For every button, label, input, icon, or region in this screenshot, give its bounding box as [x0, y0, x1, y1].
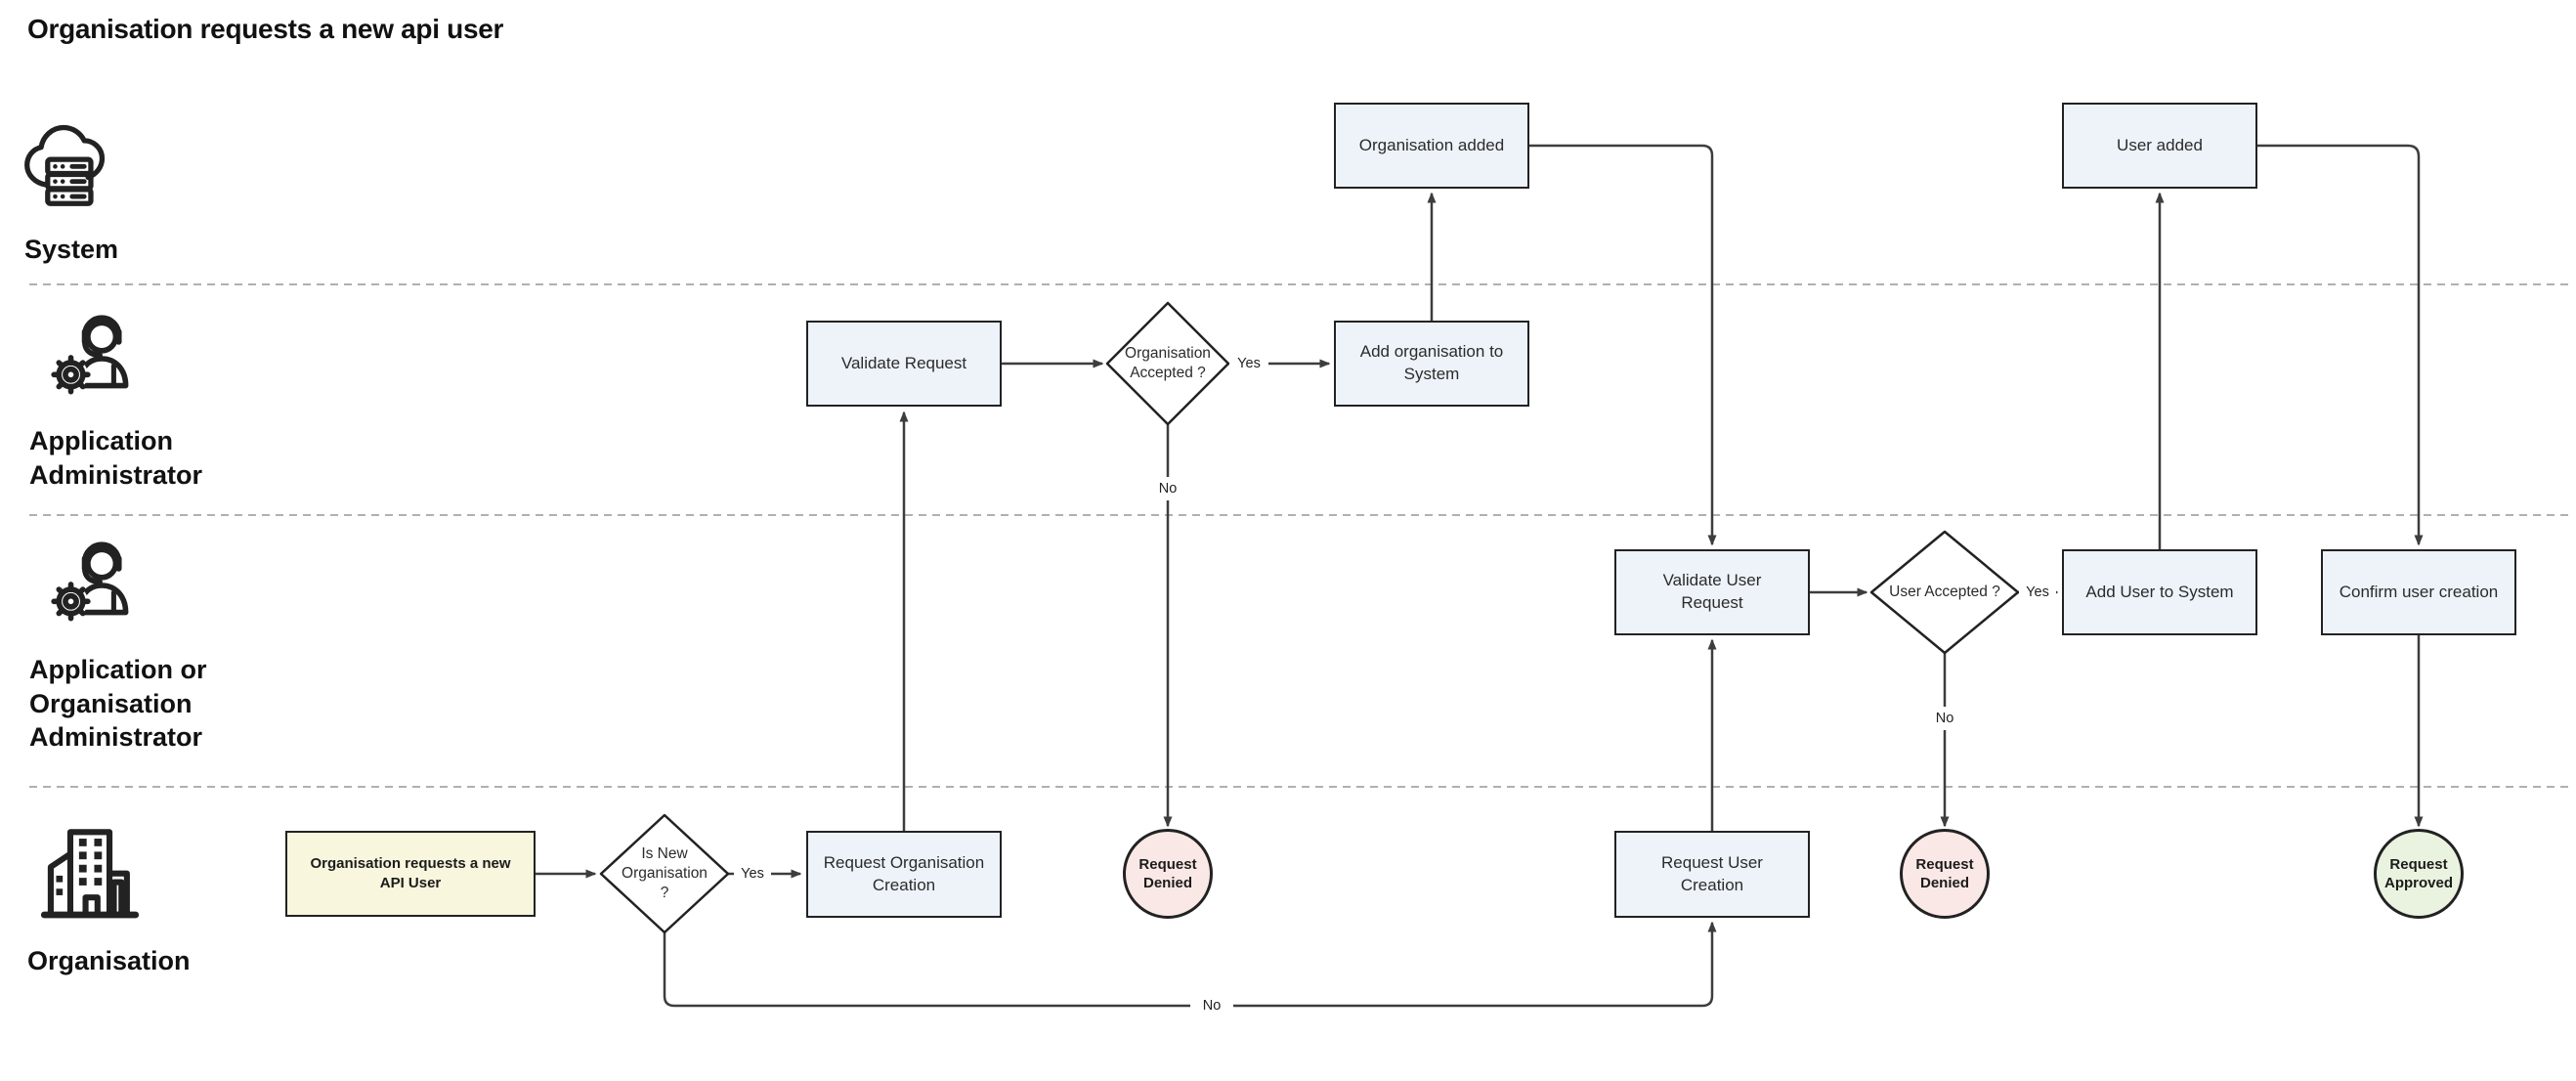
node-start-organisation-requests-new-api-user: Organisation requests a new API User: [285, 831, 536, 917]
node-validate-user-request: Validate User Request: [1614, 549, 1810, 635]
decision-label-organisation-accepted: Organisation Accepted ?: [1125, 344, 1211, 381]
node-label: Request User Creation: [1661, 852, 1763, 894]
node-label: Add User to System: [2085, 582, 2234, 601]
cloud-server-icon: [20, 113, 113, 211]
lane-label-organisation: Organisation: [27, 946, 191, 975]
building-icon: [35, 819, 145, 925]
node-label: Request Organisation Creation: [823, 852, 985, 894]
node-label: Confirm user creation: [2339, 582, 2499, 601]
lane-label-application-or-organisation-administrator: Application or Organisation Administrato…: [29, 655, 207, 753]
edge-label-user-accepted-yes: Yes: [2019, 581, 2056, 604]
node-label: User added: [2117, 135, 2203, 154]
edge-label-org-accepted-no: No: [1152, 477, 1183, 500]
diagram-title: Organisation requests a new api user: [27, 14, 504, 44]
node-organisation-added: Organisation added: [1334, 103, 1529, 189]
node-request-denied-user: Request Denied: [1900, 829, 1990, 919]
edge-label-org-accepted-yes: Yes: [1229, 352, 1268, 375]
node-user-added: User added: [2062, 103, 2257, 189]
support-agent-gear-icon: [45, 536, 145, 635]
node-label: Request Denied: [1915, 855, 1974, 892]
node-request-approved: Request Approved: [2374, 829, 2464, 919]
node-label: Organisation added: [1358, 135, 1505, 154]
node-label: Validate User Request: [1662, 571, 1762, 612]
edge-label-is-new-no: No: [1190, 994, 1233, 1017]
edge-label-user-accepted-no: No: [1929, 707, 1960, 730]
support-agent-gear-icon: [45, 309, 145, 409]
node-label: Organisation requests a new API User: [310, 854, 511, 891]
node-add-user-to-system: Add User to System: [2062, 549, 2257, 635]
decision-is-new-organisation: [599, 813, 730, 934]
node-label: Request Denied: [1138, 855, 1197, 892]
edge-user-added-to-confirm-user-creation: [2257, 144, 2424, 546]
node-request-denied-organisation: Request Denied: [1123, 829, 1213, 919]
node-request-user-creation: Request User Creation: [1614, 831, 1810, 918]
node-confirm-user-creation: Confirm user creation: [2321, 549, 2516, 635]
edge-is-new-organisation-no: [663, 921, 1717, 1008]
lane-label-system: System: [24, 235, 119, 264]
node-label: Add organisation to System: [1359, 342, 1504, 383]
node-label: Request Approved: [2383, 855, 2453, 892]
node-add-organisation-to-system: Add organisation to System: [1334, 321, 1529, 407]
edge-label-is-new-yes: Yes: [734, 862, 771, 886]
decision-organisation-accepted: [1105, 301, 1230, 426]
decision-user-accepted: [1869, 530, 2020, 655]
lane-label-application-administrator: Application Administrator: [29, 426, 203, 490]
node-request-organisation-creation: Request Organisation Creation: [806, 831, 1002, 918]
node-validate-request: Validate Request: [806, 321, 1002, 407]
edge-organisation-added-to-validate-user-request: [1529, 144, 1717, 546]
decision-label-is-new-organisation: Is New Organisation ?: [622, 844, 708, 902]
node-label: Validate Request: [840, 353, 967, 372]
decision-label-user-accepted: User Accepted ?: [1889, 583, 2000, 600]
